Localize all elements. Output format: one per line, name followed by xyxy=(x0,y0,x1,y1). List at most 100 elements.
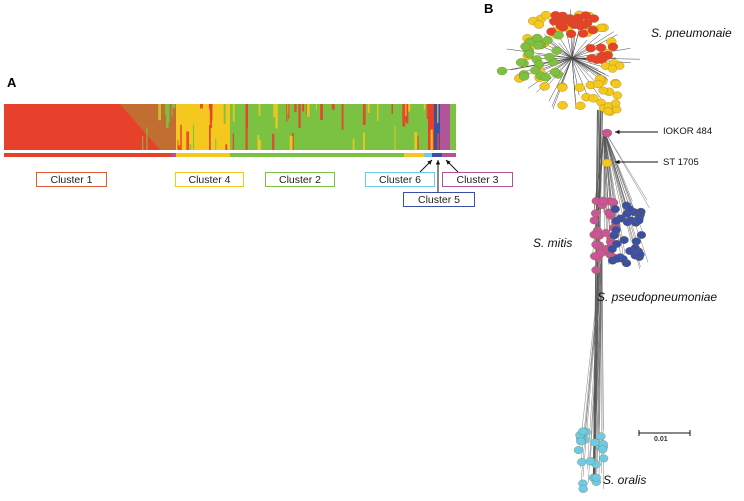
leaf-yellow xyxy=(593,79,604,89)
leaf-green xyxy=(518,72,530,81)
admixture-streak xyxy=(158,104,161,121)
leaf-green xyxy=(540,73,551,82)
leaf-yellow xyxy=(603,107,613,116)
leaf-green xyxy=(553,31,564,40)
admixture-streak xyxy=(341,104,344,130)
admixture-streak xyxy=(302,104,305,112)
tree-branch xyxy=(603,129,648,201)
tree-branch xyxy=(571,33,601,59)
admixture-streak xyxy=(258,140,261,150)
admixture-streak xyxy=(245,104,248,129)
admixture-streak xyxy=(289,135,293,150)
cluster-6-box: Cluster 6 xyxy=(365,172,435,187)
admixture-streak xyxy=(287,104,289,114)
cluster-4-box: Cluster 4 xyxy=(175,172,244,187)
leaf-yellow xyxy=(611,79,622,89)
tree-branch xyxy=(603,129,626,255)
tree-branch xyxy=(571,57,576,102)
membership-strip xyxy=(4,153,172,157)
membership-strip xyxy=(424,153,432,157)
admixture-streak xyxy=(178,145,181,150)
leaf-yellow xyxy=(557,83,568,92)
leaf-mitis xyxy=(601,228,611,237)
leaf-oralis xyxy=(598,445,608,454)
leaf-pseudo xyxy=(636,231,647,239)
admixture-streak xyxy=(146,127,148,150)
panel-a-label: A xyxy=(7,75,17,90)
species-oralis: S. oralis xyxy=(603,473,647,487)
admixture-streak xyxy=(180,124,182,150)
admixture-streak xyxy=(232,104,235,122)
leaf-red xyxy=(565,29,577,39)
leaf-green xyxy=(530,66,541,75)
leaf-pseudo xyxy=(607,245,617,254)
scale-bar-label: 0.01 xyxy=(654,436,668,443)
structure-region xyxy=(440,104,450,150)
admixture-streak xyxy=(225,144,228,150)
tree-branch xyxy=(593,129,605,209)
admixture-streak xyxy=(423,104,426,110)
leaf-oralis xyxy=(596,432,606,441)
leaf-oralis xyxy=(591,473,601,482)
tree-branch xyxy=(603,129,624,258)
admixture-streak xyxy=(200,104,203,109)
admixture-streak xyxy=(402,104,406,127)
structure-region xyxy=(176,104,230,150)
cluster-6-label: Cluster 6 xyxy=(378,173,421,186)
admixture-streak xyxy=(232,133,235,150)
admixture-streak xyxy=(166,104,170,123)
admixture-streak xyxy=(209,125,211,150)
tree-branch xyxy=(603,129,619,231)
admixture-streak xyxy=(177,140,179,150)
leaf-green xyxy=(551,46,562,55)
cluster-1-label: Cluster 1 xyxy=(50,173,93,186)
tree-branch xyxy=(571,57,590,100)
admixture-streak xyxy=(367,104,370,113)
tree-branch xyxy=(580,249,603,443)
leaf-pseudo xyxy=(625,205,635,214)
tree-branch xyxy=(571,39,588,59)
tree-branch xyxy=(603,129,629,211)
cluster-4-label: Cluster 4 xyxy=(188,173,231,186)
tree-trunk xyxy=(592,109,598,481)
tree-branch xyxy=(603,129,624,221)
leaf-yellow xyxy=(612,91,623,100)
st-1705-leaf xyxy=(601,158,613,168)
admixture-streak xyxy=(315,104,317,110)
admixture-streak xyxy=(258,104,261,116)
admixture-streak xyxy=(426,104,429,119)
leaf-green xyxy=(544,52,555,62)
tree-branch xyxy=(571,57,596,82)
leaf-pseudo xyxy=(625,247,635,255)
admixture-streak xyxy=(172,104,176,109)
leaf-oralis xyxy=(598,454,609,463)
tree-branch xyxy=(603,129,606,234)
tree-branch xyxy=(571,57,599,70)
admixture-streak xyxy=(192,124,195,150)
leaf-pseudo xyxy=(611,225,621,234)
leaf-oralis xyxy=(576,437,586,446)
species-mitis: S. mitis xyxy=(533,236,573,250)
tree-branch xyxy=(595,249,603,436)
admixture-streak xyxy=(417,136,419,150)
leaf-mitis xyxy=(589,216,599,225)
admixture-streak xyxy=(404,104,407,117)
leaf-red xyxy=(577,29,589,38)
admixture-streak xyxy=(331,104,335,110)
leaf-red xyxy=(607,42,619,51)
cluster-5-label: Cluster 5 xyxy=(417,193,460,206)
leaf-green xyxy=(515,58,527,67)
tree-branch xyxy=(603,129,633,202)
leaf-pseudo xyxy=(612,239,622,248)
admixture-streak xyxy=(273,104,276,118)
tree-branch xyxy=(571,57,605,68)
tree-branch xyxy=(558,42,573,59)
structure-region xyxy=(428,104,434,150)
tree-branch xyxy=(571,57,601,99)
tree-branch xyxy=(603,129,650,209)
leaf-green-outlier xyxy=(496,66,508,76)
leaf-red xyxy=(575,21,586,31)
leaf-green xyxy=(520,42,531,51)
leaf-mitis xyxy=(591,240,601,249)
